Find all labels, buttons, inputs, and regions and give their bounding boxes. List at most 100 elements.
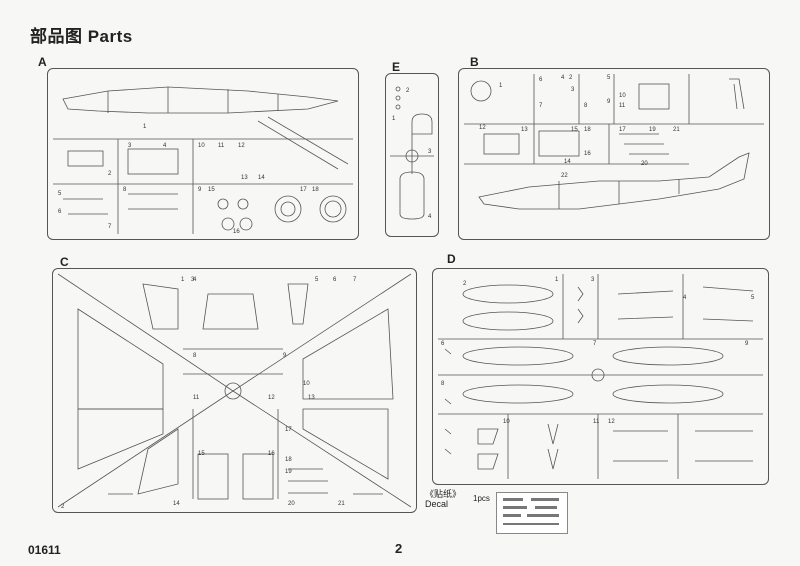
part-number: 20 xyxy=(641,161,648,167)
part-number: 2 xyxy=(463,281,467,287)
part-number: 16 xyxy=(233,229,240,235)
sprue-b-drawing xyxy=(464,74,764,210)
part-number: 20 xyxy=(288,501,295,507)
part-number: 18 xyxy=(584,127,591,133)
part-number: 13 xyxy=(521,127,528,133)
page-number: 2 xyxy=(395,541,403,556)
part-number: 9 xyxy=(607,99,611,105)
part-number: 11 xyxy=(218,143,225,149)
part-number: 6 xyxy=(441,341,445,347)
decal-marking xyxy=(503,506,527,509)
part-number: 1 xyxy=(143,124,147,130)
part-number: 9 xyxy=(283,353,287,359)
part-number: 3 xyxy=(591,277,595,283)
decal-sheet xyxy=(496,492,568,534)
part-number: 8 xyxy=(123,187,127,193)
part-number: 19 xyxy=(649,127,656,133)
part-number: 14 xyxy=(258,175,265,181)
part-number: 7 xyxy=(108,224,112,230)
sprue-d-drawing xyxy=(438,274,763,479)
part-number: 14 xyxy=(173,501,180,507)
part-number: 11 xyxy=(593,419,600,425)
section-b-label: B xyxy=(470,55,479,69)
sprue-a-drawing xyxy=(53,86,353,234)
section-a-label: A xyxy=(38,55,47,69)
product-code: 01611 xyxy=(28,543,61,557)
sprue-e: 1 2 3 4 xyxy=(385,73,439,237)
decal-marking xyxy=(535,506,557,509)
part-number: 21 xyxy=(338,501,345,507)
part-number: 7 xyxy=(353,277,357,283)
part-number: 10 xyxy=(503,419,510,425)
part-number: 12 xyxy=(608,419,615,425)
part-number: 13 xyxy=(308,395,315,401)
section-c-label: C xyxy=(60,255,69,269)
section-e-label: E xyxy=(392,60,401,74)
sprue-b: 1 2 3 4 5 6 7 8 9 10 11 12 13 14 15 16 1… xyxy=(458,68,770,240)
part-number: 22 xyxy=(561,173,568,179)
part-number: 6 xyxy=(333,277,337,283)
part-number: 11 xyxy=(619,103,626,109)
part-number: 2 xyxy=(108,171,112,177)
part-number: 7 xyxy=(593,341,597,347)
part-number: 10 xyxy=(619,93,626,99)
part-number: 2 xyxy=(61,504,65,510)
part-number: 5 xyxy=(315,277,319,283)
part-number: 12 xyxy=(268,395,275,401)
part-number: 7 xyxy=(539,103,543,109)
part-number: 6 xyxy=(58,209,62,215)
part-number: 2 xyxy=(406,88,410,94)
part-number: 5 xyxy=(58,191,62,197)
part-number: 6 xyxy=(539,77,543,83)
part-number: 4 xyxy=(428,214,432,220)
part-number: 15 xyxy=(571,127,578,133)
part-number: 10 xyxy=(303,381,310,387)
part-number: 16 xyxy=(268,451,275,457)
part-number: 17 xyxy=(285,427,292,433)
part-number: 9 xyxy=(745,341,749,347)
part-number: 11 xyxy=(193,395,200,401)
part-number: 12 xyxy=(238,143,245,149)
part-number: 18 xyxy=(285,457,292,463)
decal-label: 《贴纸》 Decal xyxy=(425,489,462,509)
decal-marking xyxy=(527,514,559,517)
sprue-c: 2 1 3 4 5 6 7 8 9 10 11 12 13 14 15 16 1… xyxy=(52,268,417,513)
part-number: 2 xyxy=(569,75,573,81)
sprue-d: 1 2 3 4 5 6 7 8 9 10 11 12 xyxy=(432,268,769,485)
decal-marking xyxy=(503,523,559,525)
part-number: 12 xyxy=(479,125,486,131)
sprue-e-drawing xyxy=(390,86,434,220)
part-number: 4 xyxy=(683,295,687,301)
part-number: 10 xyxy=(198,143,205,149)
decal-quantity: 1pcs xyxy=(473,494,490,503)
page-title: 部品图 Parts xyxy=(30,27,133,46)
part-number: 1 xyxy=(555,277,559,283)
decal-marking xyxy=(503,514,521,517)
part-number: 14 xyxy=(564,159,571,165)
section-d-label: D xyxy=(447,252,456,266)
part-number: 8 xyxy=(193,353,197,359)
part-number: 1 xyxy=(181,277,185,283)
part-number: 15 xyxy=(198,451,205,457)
decal-marking xyxy=(531,498,559,501)
part-number: 17 xyxy=(300,187,307,193)
part-number: 4 xyxy=(561,75,565,81)
part-number: 17 xyxy=(619,127,626,133)
part-number: 13 xyxy=(241,175,248,181)
part-number: 1 xyxy=(392,116,396,122)
part-number: 15 xyxy=(208,187,215,193)
part-number: 4 xyxy=(163,143,167,149)
sprue-c-drawing xyxy=(57,273,412,508)
part-number: 3 xyxy=(571,87,575,93)
part-number: 1 xyxy=(499,83,503,89)
part-number: 3 xyxy=(128,143,132,149)
part-number: 9 xyxy=(198,187,202,193)
part-number: 5 xyxy=(607,75,611,81)
decal-marking xyxy=(503,498,523,501)
part-number: 21 xyxy=(673,127,680,133)
part-number: 5 xyxy=(751,295,755,301)
part-number: 3 xyxy=(191,277,195,283)
sprue-a: 1 2 3 4 5 6 7 8 9 10 11 12 13 14 15 16 1… xyxy=(47,68,359,240)
part-number: 18 xyxy=(312,187,319,193)
part-number: 19 xyxy=(285,469,292,475)
